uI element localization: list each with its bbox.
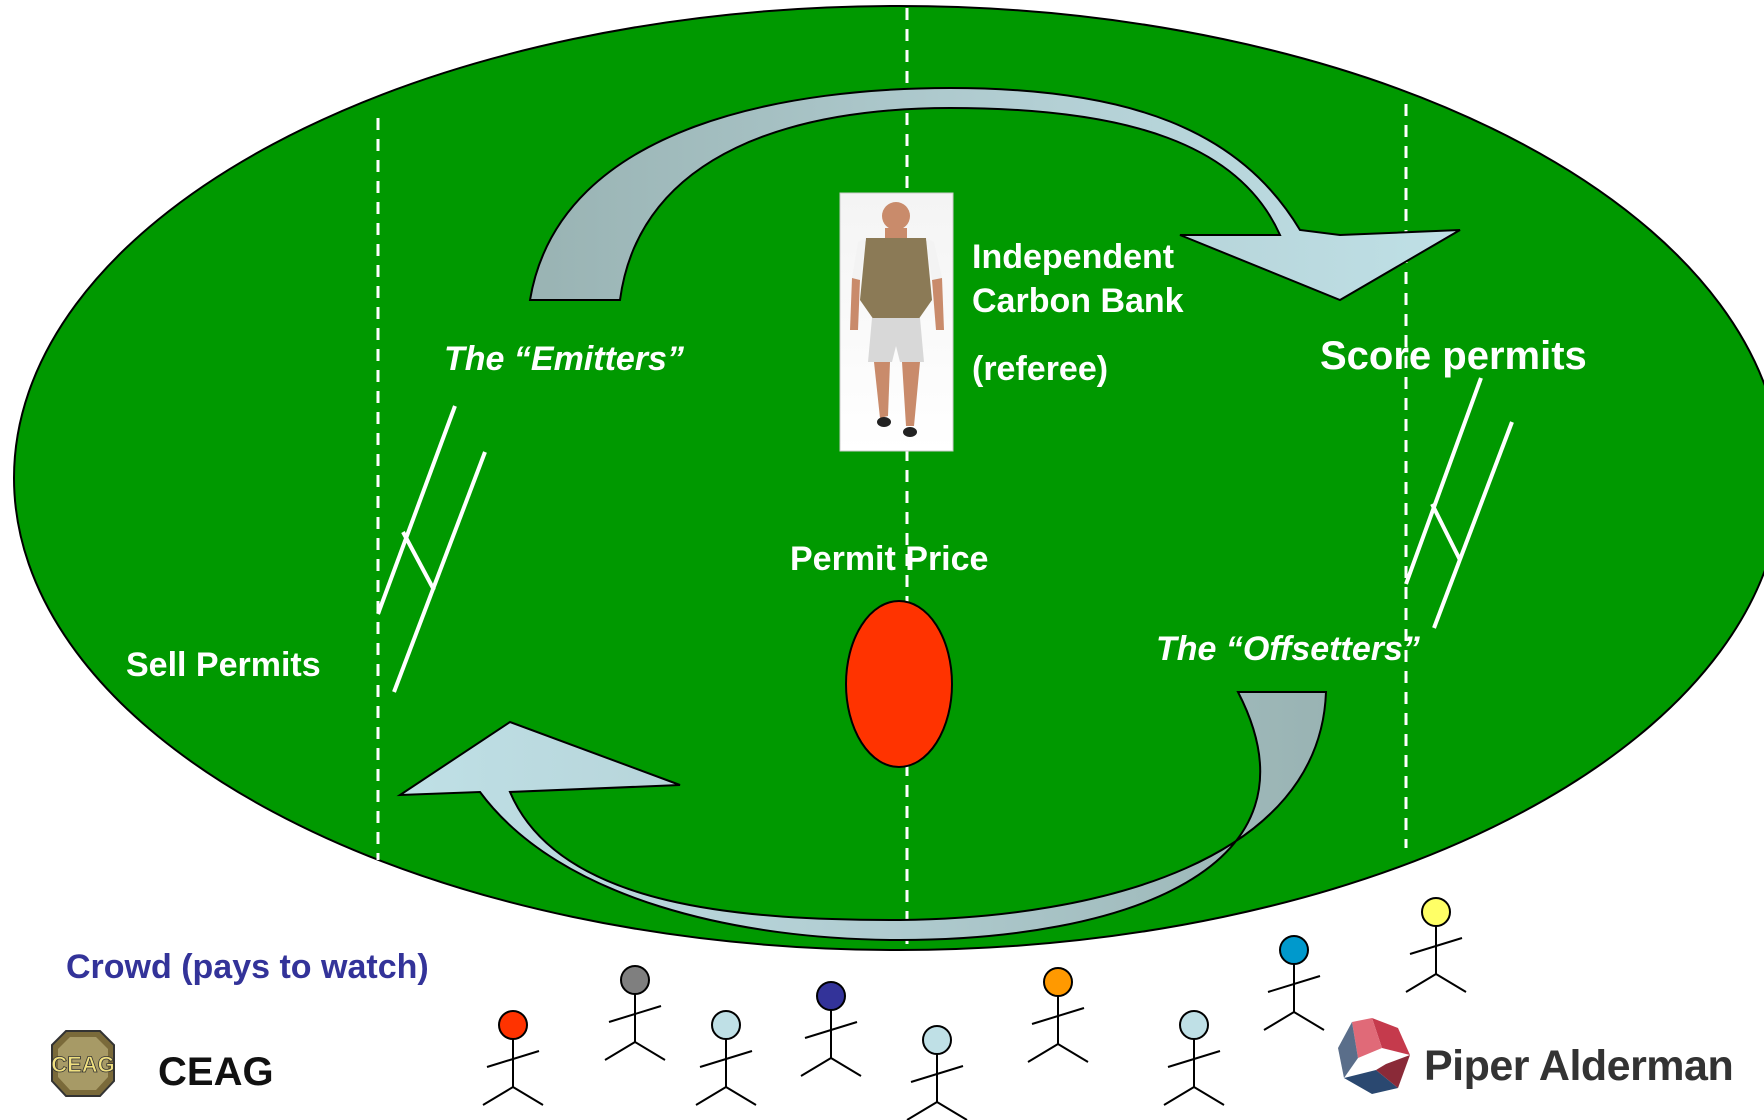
emitters-label: The “Emitters”: [444, 340, 684, 378]
offsetters-label: The “Offsetters”: [1156, 630, 1420, 668]
stick-figure-icon: [906, 1025, 968, 1120]
stick-figure-icon: [1405, 897, 1467, 993]
ceag-badge-text: CEAG: [51, 1052, 115, 1077]
permit-price-label: Permit Price: [790, 540, 989, 578]
referee-label-line3: (referee): [972, 350, 1109, 388]
referee-photo: [839, 192, 954, 452]
playing-field: [13, 5, 1764, 951]
crowd-label: Crowd (pays to watch): [66, 948, 429, 986]
field-lines: [376, 8, 1408, 950]
referee-label-line1: Independent: [972, 238, 1175, 276]
ceag-text: CEAG: [158, 1050, 274, 1094]
ceag-logo: CEAG: [51, 1030, 115, 1097]
goal-post-icon: [1404, 377, 1514, 629]
piper-alderman-text: Piper Alderman: [1424, 1042, 1734, 1090]
stick-figure-icon: [1163, 1010, 1225, 1106]
piper-alderman-logo: [1338, 1018, 1410, 1094]
score-permits-label: Score permits: [1320, 334, 1587, 378]
crowd: [482, 897, 1467, 1120]
stick-figure-icon: [695, 1010, 757, 1106]
top-curved-arrow: [528, 86, 1461, 302]
stick-figure-icon: [482, 1010, 544, 1106]
goal-post-icon: [376, 405, 487, 693]
stick-figure-icon: [1027, 967, 1089, 1063]
bottom-curved-arrow: [396, 691, 1328, 942]
stick-figure-icon: [604, 965, 666, 1061]
football-ball: [845, 600, 953, 768]
stick-figure-icon: [1263, 935, 1325, 1031]
stick-figure-icon: [800, 981, 862, 1077]
referee-label-line2: Carbon Bank: [972, 282, 1184, 320]
sell-permits-label: Sell Permits: [126, 646, 321, 684]
